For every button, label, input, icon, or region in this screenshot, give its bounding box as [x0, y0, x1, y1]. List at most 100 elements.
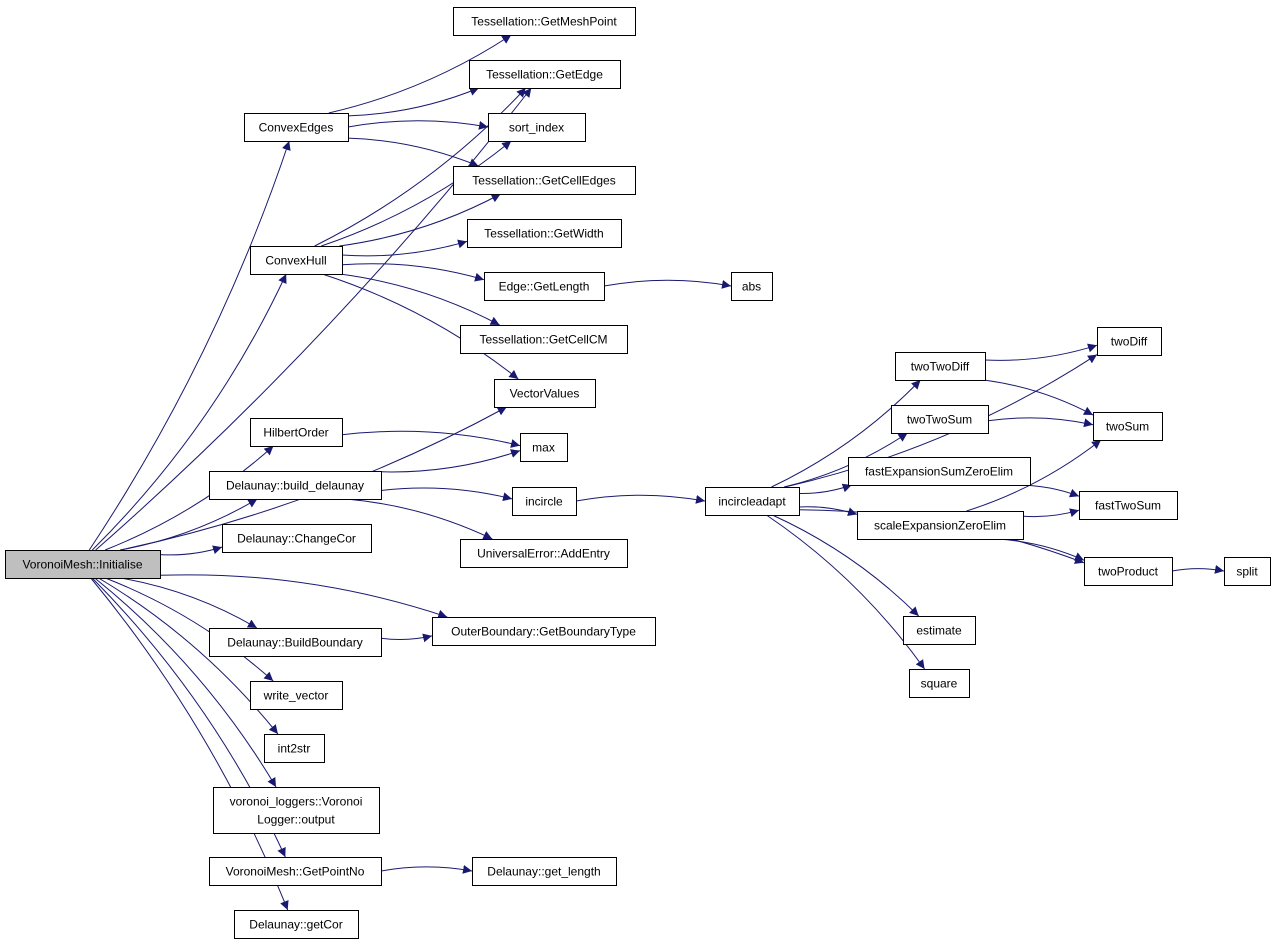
node-estimate[interactable]: estimate — [903, 616, 976, 645]
node-scaleexpansion[interactable]: scaleExpansionZeroElim — [857, 511, 1024, 540]
node-vm_init[interactable]: VoronoiMesh::Initialise — [5, 550, 161, 579]
node-label: fastExpansionSumZeroElim — [865, 465, 1013, 479]
node-buildboundary[interactable]: Delaunay::BuildBoundary — [209, 628, 382, 657]
node-label: incircle — [525, 495, 563, 509]
node-label: scaleExpansionZeroElim — [874, 519, 1006, 533]
node-box — [903, 616, 976, 645]
node-box — [234, 910, 359, 939]
node-label: ConvexHull — [265, 254, 326, 268]
edge-scaleexpansion-to-twoproduct — [997, 538, 1085, 561]
node-label: Delaunay::build_delaunay — [226, 479, 364, 493]
edge-incircleadapt-to-square — [766, 514, 926, 670]
node-twoproduct[interactable]: twoProduct — [1084, 557, 1173, 586]
node-getcellcm[interactable]: Tessellation::GetCellCM — [460, 325, 628, 354]
node-getboundarytype[interactable]: OuterBoundary::GetBoundaryType — [432, 617, 656, 646]
node-int2str[interactable]: int2str — [264, 734, 325, 763]
node-split[interactable]: split — [1224, 557, 1271, 586]
node-box — [250, 246, 343, 275]
node-addentry[interactable]: UniversalError::AddEntry — [460, 539, 628, 568]
edge-vm_init-to-convexedges — [88, 140, 291, 551]
node-box — [209, 628, 382, 657]
node-getcor[interactable]: Delaunay::getCor — [234, 910, 359, 939]
node-box — [1224, 557, 1271, 586]
edge-buildboundary-to-getboundarytype — [380, 633, 433, 643]
node-box — [453, 166, 636, 195]
node-box — [484, 272, 605, 301]
edge-incircleadapt-to-twotwodiff — [771, 379, 921, 488]
edge-incircleadapt-to-scaleexpansion — [798, 506, 858, 516]
edge-twoproduct-to-split — [1171, 564, 1225, 574]
node-fasttwosum[interactable]: fastTwoSum — [1079, 491, 1178, 520]
edge-incircleadapt-to-twodiff — [784, 354, 1098, 488]
node-label: OuterBoundary::GetBoundaryType — [451, 625, 636, 639]
node-label: twoProduct — [1098, 565, 1159, 579]
node-changecor[interactable]: Delaunay::ChangeCor — [222, 524, 372, 553]
node-twodiff[interactable]: twoDiff — [1097, 327, 1162, 356]
node-box — [209, 857, 382, 886]
node-incircleadapt[interactable]: incircleadapt — [705, 487, 800, 516]
node-box — [1093, 412, 1163, 441]
node-label: Tessellation::GetWidth — [484, 227, 603, 241]
node-box — [472, 857, 617, 886]
node-getcelledges[interactable]: Tessellation::GetCellEdges — [453, 166, 636, 195]
node-box — [731, 272, 773, 301]
edge-convexhull-to-sortindex — [321, 140, 512, 247]
node-label: Delaunay::getCor — [249, 918, 342, 932]
node-box — [891, 405, 989, 434]
edge-vm_init-to-int2str — [98, 577, 279, 735]
node-getwidth[interactable]: Tessellation::GetWidth — [467, 219, 622, 248]
node-getedge[interactable]: Tessellation::GetEdge — [469, 60, 621, 89]
edge-incircleadapt-to-estimate — [772, 514, 920, 617]
node-label: write_vector — [263, 689, 329, 703]
node-edgelength[interactable]: Edge::GetLength — [484, 272, 605, 301]
node-label: Delaunay::ChangeCor — [237, 532, 356, 546]
node-getlength[interactable]: Delaunay::get_length — [472, 857, 617, 886]
node-sortindex[interactable]: sort_index — [488, 113, 586, 142]
node-box — [512, 487, 577, 516]
edge-build_delaunay-to-max — [380, 449, 521, 473]
node-label: HilbertOrder — [263, 426, 328, 440]
edge-scaleexpansion-to-twosum — [966, 439, 1102, 512]
edge-build_delaunay-to-addentry — [346, 498, 493, 540]
edge-vm_init-to-logger_output — [94, 577, 277, 788]
node-max[interactable]: max — [520, 433, 568, 462]
node-box — [460, 539, 628, 568]
node-writevector[interactable]: write_vector — [250, 681, 343, 710]
node-square[interactable]: square — [909, 669, 970, 698]
edge-convexhull-to-getedge — [314, 87, 527, 247]
node-getmeshpoint[interactable]: Tessellation::GetMeshPoint — [453, 7, 636, 36]
node-twotwodiff[interactable]: twoTwoDiff — [895, 352, 986, 381]
node-box — [222, 524, 372, 553]
node-convexedges[interactable]: ConvexEdges — [244, 113, 349, 142]
node-box — [250, 681, 343, 710]
edge-getpointno-to-getlength — [380, 864, 473, 874]
node-label: fastTwoSum — [1095, 499, 1161, 513]
node-hilbertorder[interactable]: HilbertOrder — [250, 418, 343, 447]
edge-vm_init-to-hilbertorder — [104, 445, 274, 551]
node-twosum[interactable]: twoSum — [1093, 412, 1163, 441]
node-label: VoronoiMesh::Initialise — [22, 558, 142, 572]
node-label: VoronoiMesh::GetPointNo — [226, 865, 365, 879]
node-label: VectorValues — [510, 387, 580, 401]
edge-edgelength-to-abs — [603, 279, 732, 289]
node-box — [250, 418, 343, 447]
node-vectorvalues[interactable]: VectorValues — [494, 379, 596, 408]
node-label: ConvexEdges — [259, 121, 334, 135]
node-label: twoSum — [1106, 420, 1149, 434]
node-twotwosum[interactable]: twoTwoSum — [891, 405, 989, 434]
node-box — [1084, 557, 1173, 586]
edge-hilbertorder-to-max — [341, 430, 521, 448]
node-abs[interactable]: abs — [731, 272, 773, 301]
node-fastexpansion[interactable]: fastExpansionSumZeroElim — [848, 457, 1031, 486]
node-build_delaunay[interactable]: Delaunay::build_delaunay — [209, 471, 382, 500]
node-box — [244, 113, 349, 142]
edge-vm_init-to-changecor — [159, 545, 223, 556]
node-getpointno[interactable]: VoronoiMesh::GetPointNo — [209, 857, 382, 886]
node-box — [264, 734, 325, 763]
edge-incircleadapt-to-fastexpansion — [798, 483, 852, 495]
node-label: incircleadapt — [718, 495, 786, 509]
node-incircle[interactable]: incircle — [512, 487, 577, 516]
node-convexhull[interactable]: ConvexHull — [250, 246, 343, 275]
edge-twotwodiff-to-twodiff — [984, 343, 1098, 361]
